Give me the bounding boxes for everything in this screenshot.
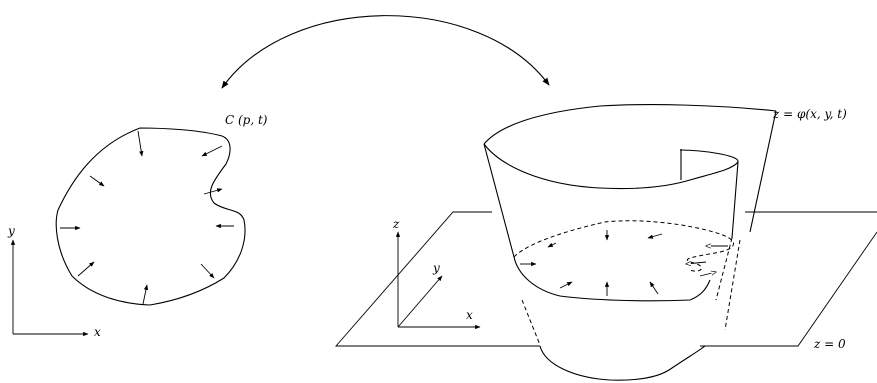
right-axes: z y x xyxy=(392,217,481,330)
right-axis-z-label: z xyxy=(392,217,400,231)
zero-level-curve-front xyxy=(513,256,711,302)
surface-walls xyxy=(483,110,777,258)
plane-label: z = 0 xyxy=(813,337,846,351)
left-axis-x-label: x xyxy=(94,325,101,339)
surface-label: z = φ(x, y, t) xyxy=(772,107,847,121)
surface-below-dashed xyxy=(521,237,741,346)
surface-rim xyxy=(483,104,777,190)
front-curve xyxy=(55,127,246,306)
mapping-arc-arrow xyxy=(221,15,550,89)
right-axis-y-label: y xyxy=(432,261,440,275)
surface-normal-arrows xyxy=(520,230,728,296)
zero-level-curve-back xyxy=(513,220,734,272)
surface-bottom xyxy=(539,345,706,381)
zero-plane xyxy=(335,211,877,347)
left-axis-y-label: y xyxy=(7,224,15,238)
normal-velocity-arrows xyxy=(60,130,234,305)
right-axis-x-label: x xyxy=(466,308,473,322)
curve-label: C (p, t) xyxy=(225,113,268,127)
left-axes: y x xyxy=(7,224,101,339)
